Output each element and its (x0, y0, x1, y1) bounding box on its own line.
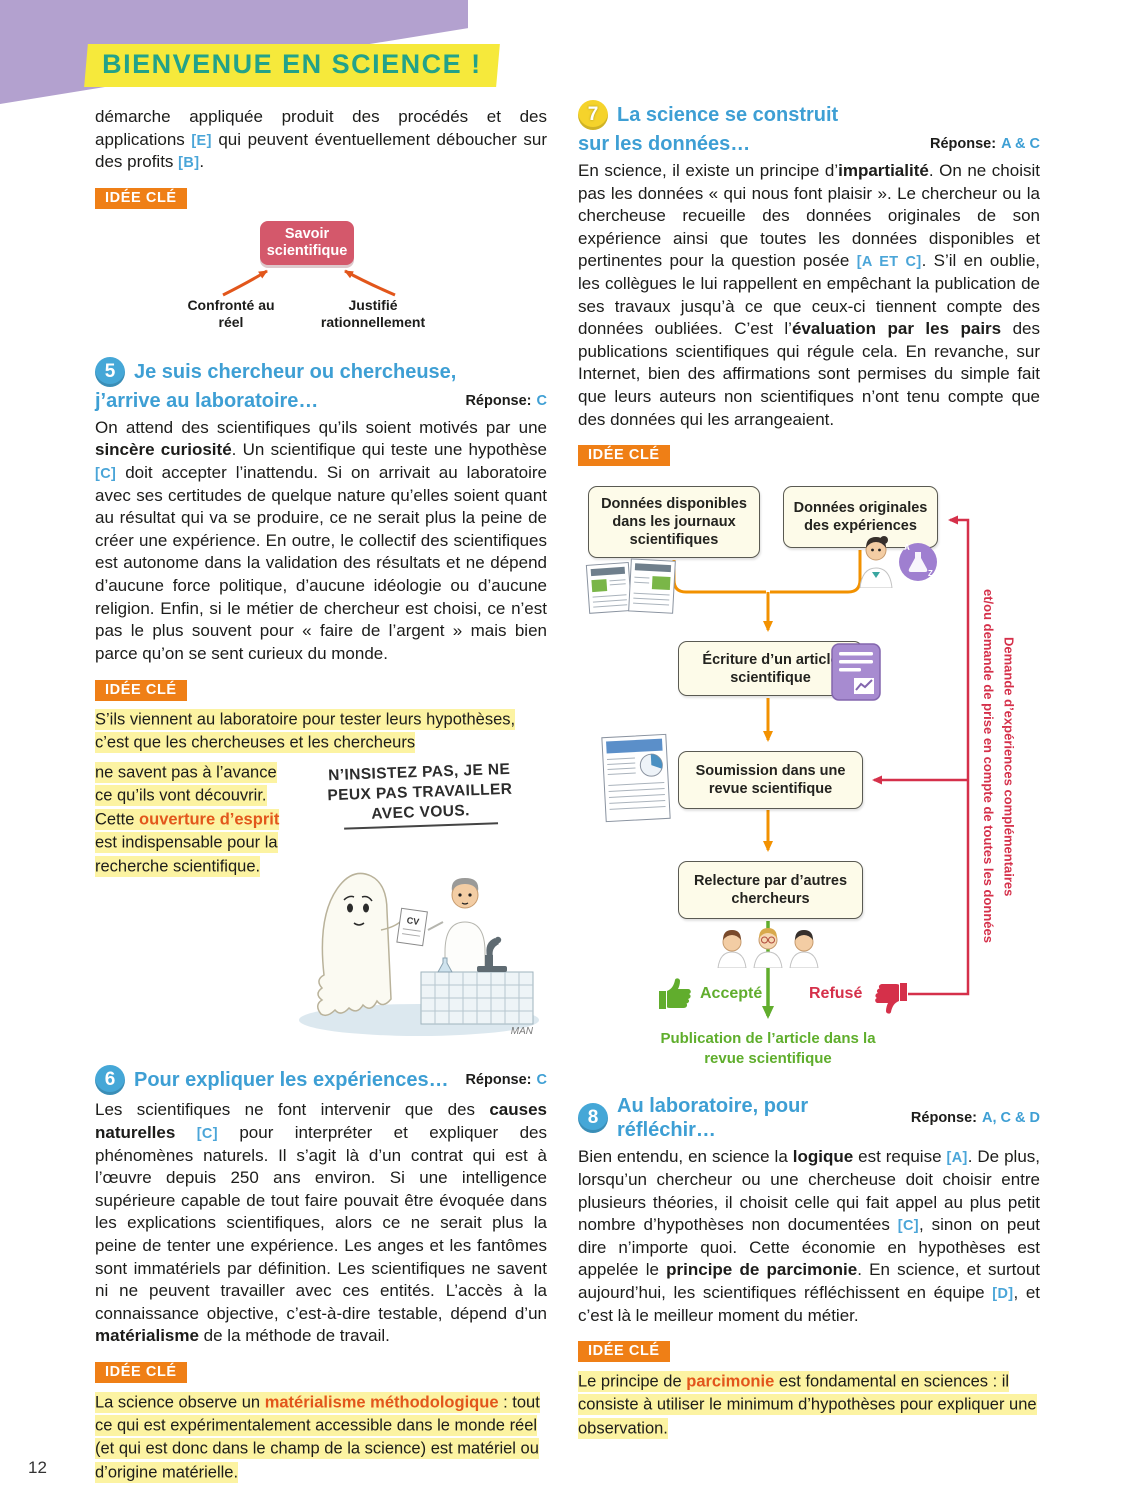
idee-cle-label: IDÉE CLÉ (95, 679, 187, 701)
page-banner-title-text: BIENVENUE EN SCIENCE ! (102, 49, 482, 79)
refused-label: Refusé (809, 985, 863, 1003)
section-8-heading: 8 Au laboratoire, pour réfléchir… Répons… (578, 1094, 1040, 1142)
section-title-line2: j’arrive au laboratoire… (95, 389, 319, 412)
feedback-line-2: et/ou demande de prise en compte de tout… (981, 589, 997, 944)
reponse-value: A & C (1001, 136, 1040, 152)
ghost-cartoon: N’INSISTEZ PAS, JE NE PEUX PAS TRAVAILLE… (287, 757, 547, 1047)
curved-arrows-icon (222, 269, 396, 297)
newspaper-icon (585, 558, 676, 615)
reponse: Réponse:A & C (920, 136, 1040, 152)
document-icon (831, 643, 881, 702)
feedback-line-1: Demande d’expériences complémentaires (1001, 636, 1017, 896)
microscope-icon (477, 936, 507, 972)
reponse-label: Réponse: (465, 392, 532, 409)
idee-cle-2-text-narrow: ne savent pas à l’avance ce qu’ils vont … (95, 761, 280, 877)
idee-cle-4: IDÉE CLÉ Le principe de parcimonie est f… (578, 1327, 1040, 1440)
flow-box-review: Relecture par d’autres chercheurs (678, 861, 863, 920)
right-column: 7 La science se construit sur les donnée… (578, 100, 1040, 1440)
flow-box-submission: Soumission dans une revue scientifique (678, 751, 863, 810)
idee-cle-4-text: Le principe de parcimonie est fondamenta… (578, 1370, 1037, 1439)
lab-bench (420, 971, 534, 1025)
flask-icon: A Z (899, 543, 937, 582)
savoir-diagram: Savoir scientifique Confronté au réel Ju… (95, 220, 547, 339)
scientist-icon: A Z (859, 536, 937, 589)
cv-paper: CV (396, 907, 428, 947)
page-banner-title: BIENVENUE EN SCIENCE ! (84, 44, 500, 87)
caption-line: AVEC VOUS. (371, 802, 471, 824)
diagram-label-justifie: Justifié rationnellement (320, 296, 426, 330)
reponse: Réponse:C (455, 1072, 547, 1088)
idee-cle-label: IDÉE CLÉ (578, 1341, 670, 1363)
cartoon-signature: MAN (511, 1026, 534, 1037)
reponse-value: C (536, 392, 547, 409)
reponse: Réponse:C (455, 393, 547, 409)
section-7-heading: 7 La science se construit sur les donnée… (578, 100, 1040, 156)
diagram-label-confronte: Confronté au réel (187, 296, 275, 330)
reponse-value: C (536, 1072, 547, 1089)
svg-text:A: A (904, 543, 910, 552)
section-6-heading: 6 Pour expliquer les expériences… Répons… (95, 1065, 547, 1096)
flow-box-original-data: Données originales des expériences (783, 486, 938, 549)
flowchart: Données disponibles dans les journaux sc… (578, 476, 1040, 1076)
section-7-body: En science, il existe un principe d’impa… (578, 161, 1041, 429)
idee-cle-label: IDÉE CLÉ (95, 187, 187, 209)
idee-cle-label: IDÉE CLÉ (578, 445, 670, 467)
section-5-heading: 5 Je suis chercheur ou chercheuse, j’arr… (95, 356, 547, 413)
svg-text:CV: CV (406, 915, 420, 927)
publication-label: Publication de l’article dans la revue s… (660, 1030, 876, 1067)
reponse: Réponse: A, C & D (901, 1110, 1040, 1126)
section-title: Pour expliquer les expériences… (134, 1069, 449, 1092)
reviewers-icon (717, 928, 819, 969)
section-title-line2: sur les données… (578, 133, 751, 155)
savoir-scientifique-box: Savoir scientifique (260, 220, 354, 266)
section-6-body: Les scientifiques ne font intervenir que… (95, 1100, 547, 1346)
section-5-body: On attend des scientifiques qu’ils soien… (95, 417, 548, 663)
page-number: 12 (28, 1458, 47, 1477)
idee-cle-3-text: La science observe un matérialisme métho… (95, 1391, 540, 1483)
idee-cle-label: IDÉE CLÉ (95, 1362, 187, 1384)
cartoon-caption: N’INSISTEZ PAS, JE NE PEUX PAS TRAVAILLE… (292, 759, 548, 832)
feedback-loop-text: Demande d’expériences complémentaires et… (978, 548, 1018, 984)
left-column: démarche appliquée produit des procédés … (95, 106, 547, 1485)
idee-cle-1: IDÉE CLÉ (95, 174, 547, 213)
journal-icon (601, 734, 671, 823)
svg-text:Z: Z (928, 569, 933, 578)
ghost-scientist-illustration: CV (299, 872, 539, 1037)
section-title: Je suis chercheur ou chercheuse, (134, 360, 457, 383)
reponse-label: Réponse: (910, 1110, 977, 1127)
reponse-value: A, C & D (982, 1110, 1040, 1127)
idee-cle-2-text: S’ils viennent au laboratoire pour teste… (95, 709, 516, 754)
section-number-badge: 8 (578, 1103, 608, 1134)
section-8-body: Bien entendu, en science la logique est … (578, 1147, 1041, 1325)
idee-cle-flowchart: IDÉE CLÉ (578, 431, 1040, 470)
accepted-label: Accepté (700, 985, 763, 1003)
flow-box-journals: Données disponibles dans les journaux sc… (588, 486, 760, 559)
section-number-badge: 7 (578, 100, 608, 130)
idee-cle-3: IDÉE CLÉ La science observe un matériali… (95, 1348, 547, 1485)
section-number-badge: 5 (95, 356, 125, 387)
section-number-badge: 6 (95, 1065, 125, 1096)
thumbs-down-icon (875, 983, 907, 1014)
idee-cle-2: IDÉE CLÉ S’ils viennent au laboratoire p… (95, 666, 547, 1048)
section-title: Au laboratoire, pour réfléchir… (617, 1095, 809, 1142)
intro-paragraph: démarche appliquée produit des procédés … (95, 107, 547, 172)
reponse-label: Réponse: (929, 136, 997, 152)
section-title: La science se construit (617, 104, 839, 126)
reponse-label: Réponse: (465, 1072, 532, 1089)
thumbs-up-icon (659, 978, 691, 1010)
flask-icon (437, 957, 453, 973)
